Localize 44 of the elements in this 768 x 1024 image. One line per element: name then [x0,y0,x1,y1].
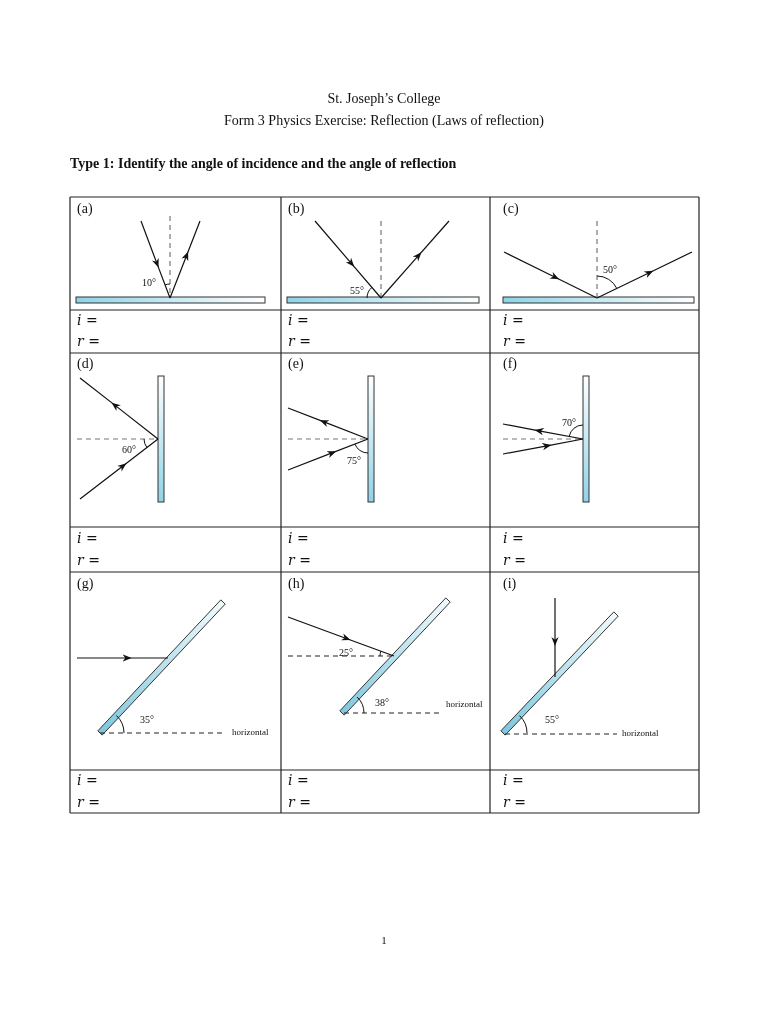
panel-label: (c) [503,201,519,217]
answer-label: i = [503,773,524,789]
answer-label: r = [503,334,526,350]
reference-label: horizontal [446,700,483,710]
panel-label: (f) [503,356,517,372]
answer-label: i = [77,531,98,547]
angle-label: 70° [562,417,576,428]
answer-label: i = [77,313,98,329]
panel-label: (d) [77,356,94,372]
panel-label: (i) [503,576,517,592]
angle-label: 75° [347,455,361,466]
answer-label: i = [288,773,309,789]
angle-label: 55° [350,285,364,296]
answer-label: r = [503,553,526,569]
angle-label: 25° [339,647,353,658]
answer-label: r = [77,553,100,569]
panel-label: (h) [288,576,305,592]
section-heading: Type 1: Identify the angle of incidence and the angle of reflection [70,156,457,172]
school-name: St. Joseph’s College [327,91,441,107]
page-number: 1 [381,934,387,947]
answer-label: r = [288,795,311,811]
answer-label: i = [503,531,524,547]
answer-label: r = [77,795,100,811]
reference-label: horizontal [232,728,269,738]
panel-label: (g) [77,576,94,592]
answer-label: i = [503,313,524,329]
angle-label: 35° [140,714,154,725]
answer-label: r = [77,334,100,350]
angle-label: 55° [545,714,559,725]
worksheet-title: Form 3 Physics Exercise: Reflection (Laws of reflection) [224,113,544,129]
answer-label: r = [503,795,526,811]
answer-label: i = [288,531,309,547]
answer-label: r = [288,553,311,569]
panel-label: (e) [288,356,304,372]
angle-label: 50° [603,264,617,275]
panel-label: (b) [288,201,305,217]
answer-label: i = [77,773,98,789]
angle-label: 38° [375,697,389,708]
angle-label: 60° [122,444,136,455]
answer-label: r = [288,334,311,350]
angle-label: 10° [142,277,156,288]
panel-label: (a) [77,201,93,217]
answer-label: i = [288,313,309,329]
reference-label: horizontal [622,729,659,739]
